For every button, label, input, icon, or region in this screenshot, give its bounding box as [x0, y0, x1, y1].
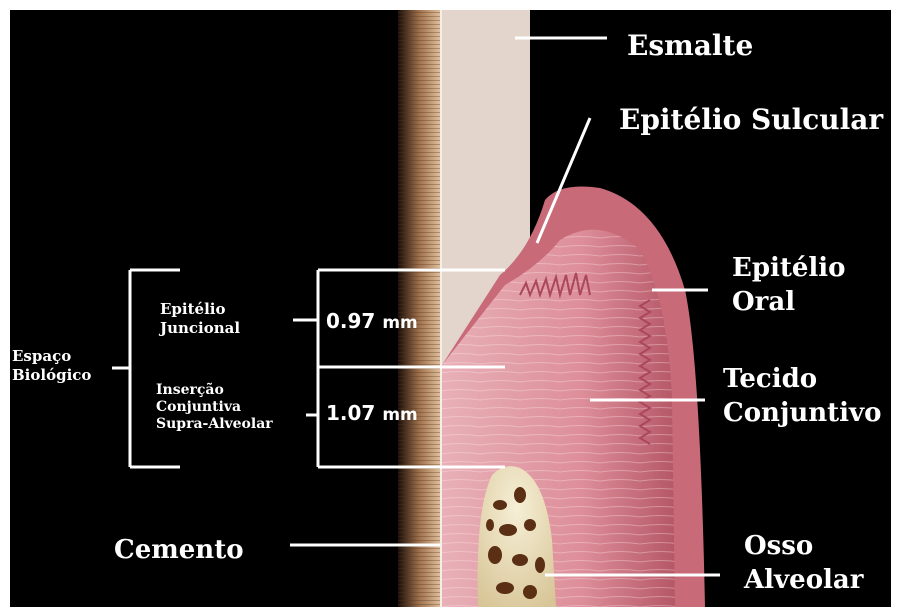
label-osso-line1: Osso [744, 529, 890, 563]
label-epitelio-oral: Epitélio Oral [708, 237, 868, 339]
label-insercao-line3: Supra-Alveolar [156, 416, 306, 433]
label-juncional-line1: Epitélio [160, 300, 290, 319]
label-espaco-line1: Espaço [12, 347, 112, 366]
label-espaco-line2: Biológico [12, 366, 112, 385]
label-insercao-line2: Conjuntiva [156, 399, 306, 416]
label-epitelio-sulcular: Epitélio Sulcular [595, 90, 890, 156]
measurement-connective-unit: mm [382, 405, 417, 425]
label-tecido-line2: Conjuntivo [723, 396, 891, 430]
label-juncional-line2: Juncional [160, 319, 290, 338]
measurement-junctional-value: 0.97 [326, 309, 375, 333]
measurement-connective: 1.07 mm [326, 402, 418, 426]
measurement-connective-value: 1.07 [326, 401, 375, 425]
label-espaco-biologico: Espaço Biológico [10, 335, 112, 425]
label-epitelio-sulcular-text: Epitélio Sulcular [619, 103, 883, 136]
label-osso-line2: Alveolar [744, 563, 890, 597]
label-tecido-conjuntivo: Tecido Conjuntivo [705, 346, 891, 488]
measurement-junctional: 0.97 mm [326, 310, 418, 334]
label-epitelio-oral-line1: Epitélio [732, 251, 868, 285]
label-esmalte: Esmalte [607, 20, 787, 74]
label-insercao-conjuntiva: Inserção Conjuntiva Supra-Alveolar [136, 372, 306, 456]
label-insercao-line1: Inserção [156, 382, 306, 399]
label-epitelio-juncional: Epitélio Juncional [140, 286, 290, 362]
label-esmalte-text: Esmalte [627, 29, 753, 62]
label-epitelio-oral-line2: Oral [732, 285, 868, 319]
label-osso-alveolar: Osso Alveolar [720, 515, 890, 607]
label-cemento-text: Cemento [114, 535, 244, 565]
label-cemento: Cemento [92, 515, 290, 587]
label-tecido-line1: Tecido [723, 362, 891, 396]
measurement-junctional-unit: mm [382, 313, 417, 333]
